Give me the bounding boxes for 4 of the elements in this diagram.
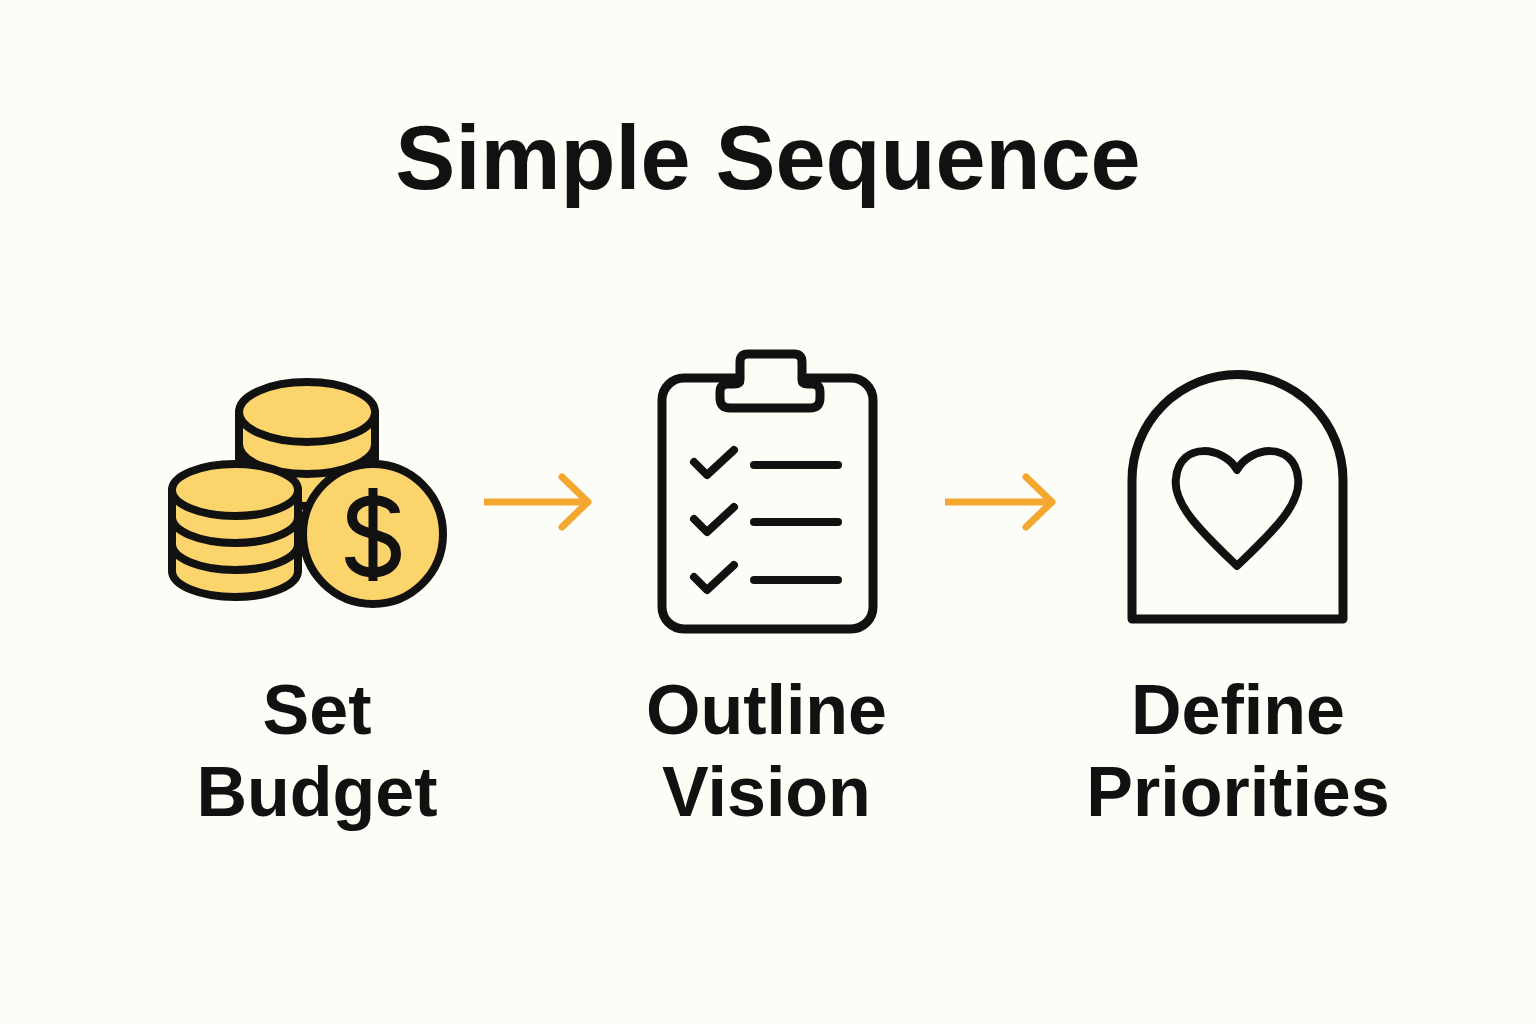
step-label: Set Budget <box>195 670 439 833</box>
step-label: Outline Vision <box>644 670 889 833</box>
title: Simple Sequence <box>394 107 1142 210</box>
step-label: Define Priorities <box>1085 670 1391 833</box>
